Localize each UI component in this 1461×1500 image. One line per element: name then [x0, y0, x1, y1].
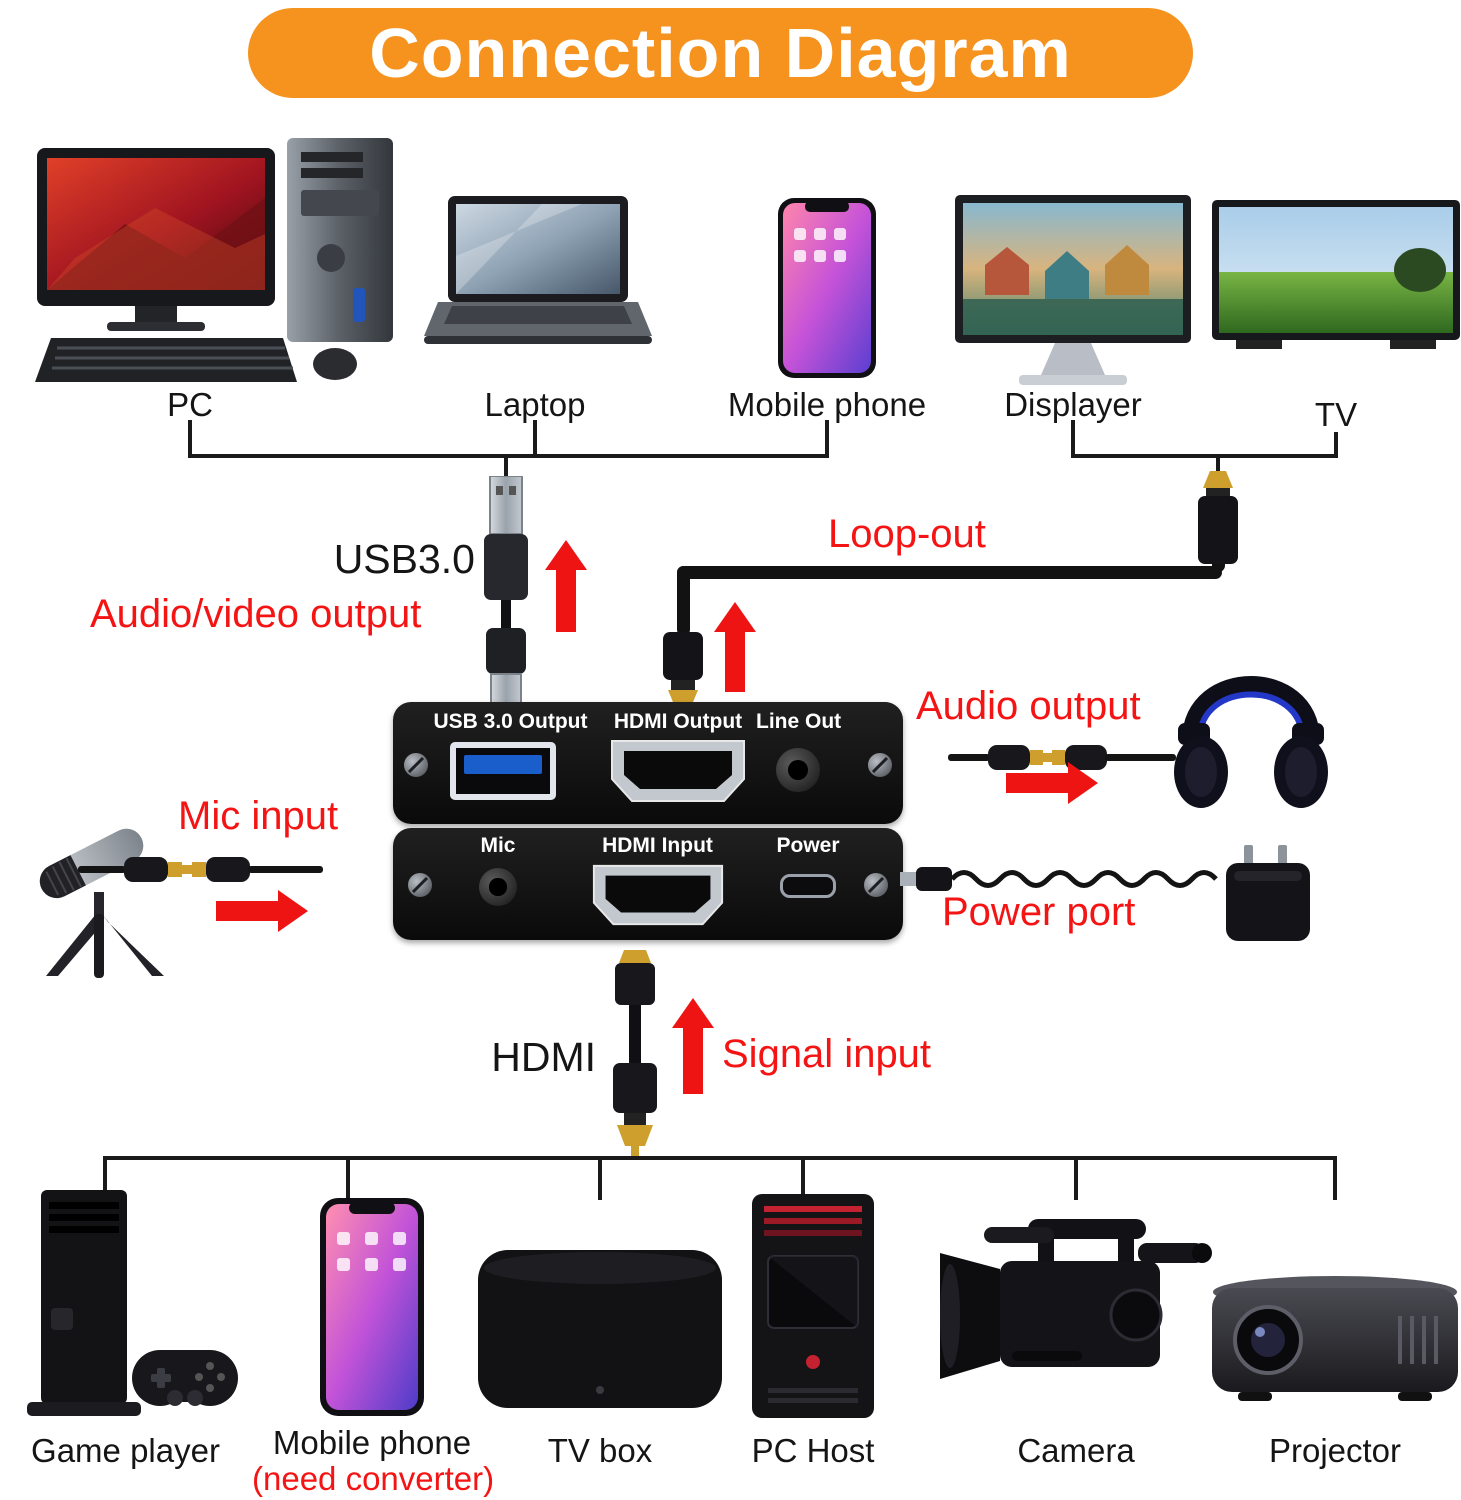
mic-jack-hole	[489, 878, 507, 896]
loop-out-label: Loop-out	[828, 512, 986, 556]
screw-icon	[408, 873, 432, 897]
mobile-connector-line	[825, 420, 829, 457]
pc-connector-line	[188, 420, 192, 457]
hdmi-input-port	[592, 864, 724, 926]
pc-host-connector-line	[801, 1156, 805, 1200]
mobile-phone2-label: Mobile phone	[272, 1424, 472, 1461]
mic-cable-icon	[78, 857, 323, 882]
hdmi-label: HDMI	[491, 1034, 596, 1080]
pc-host-label: PC Host	[751, 1432, 875, 1469]
power-port-label: Power	[776, 834, 840, 857]
tv-label: TV	[1314, 396, 1358, 433]
mobile-phone-icon	[778, 198, 876, 378]
camera-label: Camera	[1017, 1432, 1135, 1469]
loop-cable-left-vertical	[677, 566, 690, 636]
mobile-phone2-icon	[320, 1198, 424, 1416]
power-cable-icon	[900, 867, 1218, 891]
hdmi-out-up-arrow-icon	[714, 602, 756, 692]
loop-bus-line	[1071, 454, 1338, 458]
mobile2-connector-line	[346, 1156, 350, 1200]
game-player-connector-line	[103, 1156, 107, 1200]
tv-box-connector-line	[598, 1156, 602, 1200]
signal-up-arrow-icon	[672, 998, 714, 1094]
tv-icon	[1212, 200, 1460, 349]
usb-bus-line	[188, 454, 829, 458]
pc-label: PC	[167, 386, 213, 423]
camera-connector-line	[1074, 1156, 1078, 1200]
displayer-label: Displayer	[1004, 386, 1142, 423]
mic-jack	[479, 868, 517, 906]
hdmi-output-port	[611, 740, 745, 802]
page-title: Connection Diagram	[369, 14, 1072, 92]
power-port-annotation: Power port	[942, 890, 1136, 934]
hdmi-output-label: HDMI Output	[613, 710, 743, 733]
laptop-connector-line	[533, 420, 537, 457]
pc-icon	[35, 138, 393, 382]
usb-up-arrow-icon	[545, 540, 587, 632]
capture-card-bottom: Mic HDMI Input Power	[393, 828, 903, 940]
usb3-output-label: USB 3.0 Output	[433, 710, 588, 733]
projector-label: Projector	[1268, 1432, 1402, 1469]
audio-right-arrow-icon	[1006, 762, 1098, 804]
line-out-label: Line Out	[756, 710, 842, 733]
need-converter-label: (need converter)	[252, 1460, 495, 1497]
headphones-icon	[1174, 676, 1328, 808]
title-banner: Connection Diagram	[248, 8, 1193, 98]
mic-port-label: Mic	[480, 834, 516, 857]
loop-hdmi-plug-down-icon	[663, 632, 703, 707]
screw-icon	[868, 753, 892, 777]
loop-cable-horizontal	[677, 566, 1222, 579]
hdmi-input-label: HDMI Input	[602, 834, 713, 857]
mic-right-arrow-icon	[216, 890, 308, 932]
camera-icon	[940, 1219, 1212, 1379]
audio-cable-icon	[948, 745, 1176, 770]
mobile-phone-label: Mobile phone	[727, 386, 927, 423]
usb-port-inner	[456, 748, 550, 794]
game-player-label: Game player	[31, 1432, 220, 1469]
tv-box-label: TV box	[547, 1432, 653, 1469]
laptop-icon	[424, 196, 652, 344]
tv-box-icon	[478, 1250, 722, 1408]
tv-connector-line	[1334, 432, 1338, 457]
power-adapter-icon	[1226, 845, 1310, 941]
displayer-icon	[955, 195, 1191, 385]
mic-input-label: Mic input	[178, 794, 339, 838]
projector-icon	[1212, 1276, 1458, 1401]
usb-drop-line	[504, 454, 508, 478]
loop-hdmi-plug-up-icon	[1198, 471, 1238, 564]
laptop-label: Laptop	[484, 386, 586, 423]
bottom-bus-line	[103, 1156, 1337, 1160]
capture-card-top: USB 3.0 Output HDMI Output Line Out	[393, 702, 903, 824]
line-out-jack	[776, 748, 820, 792]
av-output-label: Audio/video output	[90, 592, 422, 636]
displayer-connector-line	[1071, 420, 1075, 457]
hdmi-cable-icon	[613, 950, 657, 1160]
screw-icon	[864, 873, 888, 897]
pc-host-icon	[752, 1194, 874, 1418]
usb3-label: USB3.0	[333, 536, 475, 582]
microphone-icon	[39, 828, 164, 978]
line-out-hole	[788, 760, 808, 780]
loop-drop-line	[1216, 454, 1220, 472]
signal-input-label: Signal input	[722, 1032, 932, 1076]
power-micro-usb-port	[780, 874, 836, 898]
screw-icon	[404, 753, 428, 777]
audio-output-label: Audio output	[916, 684, 1141, 728]
usb-blue-tongue	[464, 755, 542, 774]
usb3-output-port	[450, 742, 556, 800]
usb-connector-icon	[484, 476, 528, 707]
game-player-icon	[27, 1190, 238, 1416]
projector-connector-line	[1333, 1156, 1337, 1200]
